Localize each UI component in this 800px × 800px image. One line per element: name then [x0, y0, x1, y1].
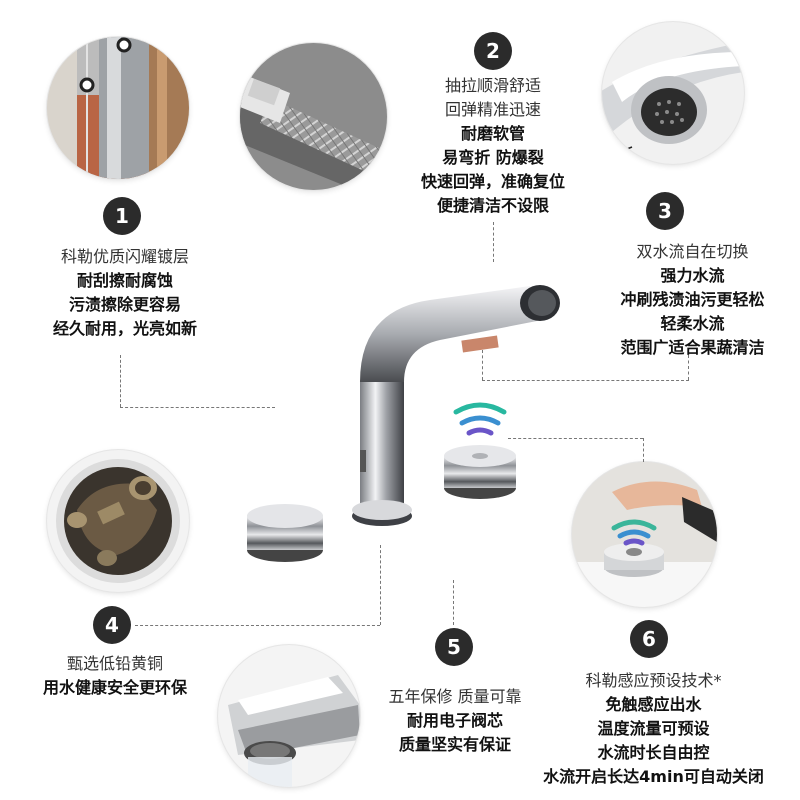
feature-4-text: 甄选低铅黄铜 用水健康安全更环保 [5, 652, 225, 700]
feature-3-line-3: 冲刷残渍油污更轻松 [620, 290, 765, 309]
faucet-product-illustration [230, 270, 570, 580]
feature-6-line-3: 温度流量可预设 [597, 719, 710, 738]
feature-6-line-2: 免触感应出水 [605, 695, 702, 714]
connector-2-v [493, 222, 494, 262]
feature-2-line-6: 便捷清洁不设限 [436, 196, 549, 215]
feature-5-line-1: 五年保修 质量可靠 [388, 687, 522, 706]
feature-2-line-4: 易弯折 防爆裂 [442, 148, 544, 167]
feature-5-badge: 5 [435, 628, 473, 666]
feature-2-line-1: 抽拉顺滑舒适 [444, 76, 541, 95]
feature-3-badge: 3 [646, 192, 684, 230]
feature-3-line-1: 双水流自在切换 [636, 242, 749, 261]
connector-4-h [135, 625, 380, 626]
brass-body-image [47, 450, 189, 592]
sensor-demo-image [572, 462, 717, 607]
feature-3-line-4: 轻柔水流 [660, 314, 725, 333]
feature-6-line-1: 科勒感应预设技术* [585, 671, 722, 690]
connector-5-v [453, 580, 454, 625]
feature-3-line-2: 强力水流 [660, 266, 725, 285]
feature-1-line-4: 经久耐用，光亮如新 [52, 319, 197, 338]
feature-5-line-2: 耐用电子阀芯 [406, 711, 503, 730]
connector-6-v [643, 438, 644, 462]
connector-6-h [508, 438, 643, 439]
feature-1-line-1: 科勒优质闪耀镀层 [60, 247, 189, 266]
feature-6-line-4: 水流时长自由控 [597, 743, 710, 762]
connector-4-v [380, 545, 381, 625]
feature-2-line-3: 耐磨软管 [460, 124, 525, 143]
feature-5-text: 五年保修 质量可靠 耐用电子阀芯 质量坚实有保证 [355, 685, 555, 757]
feature-2-text: 抽拉顺滑舒适 回弹精准迅速 耐磨软管 易弯折 防爆裂 快速回弹，准确复位 便捷清… [383, 74, 603, 218]
connector-3-v [688, 355, 689, 380]
spout-image [218, 645, 360, 787]
braided-hose-image [240, 43, 387, 190]
connector-1-h [120, 407, 275, 408]
feature-2-badge: 2 [474, 32, 512, 70]
feature-4-line-2: 用水健康安全更环保 [42, 678, 187, 697]
feature-6-text: 科勒感应预设技术* 免触感应出水 温度流量可预设 水流时长自由控 水流开启长达4… [507, 669, 800, 789]
feature-1-text: 科勒优质闪耀镀层 耐刮擦耐腐蚀 污渍擦除更容易 经久耐用，光亮如新 [10, 245, 240, 341]
feature-2-line-2: 回弹精准迅速 [444, 100, 541, 119]
connector-1-v [120, 355, 121, 407]
feature-3-line-5: 范围广适合果蔬清洁 [620, 338, 765, 357]
feature-3-text: 双水流自在切换 强力水流 冲刷残渍油污更轻松 轻柔水流 范围广适合果蔬清洁 [585, 240, 800, 360]
feature-5-line-3: 质量坚实有保证 [398, 735, 511, 754]
aerator-image [602, 22, 744, 164]
feature-6-badge: 6 [630, 620, 668, 658]
feature-2-line-5: 快速回弹，准确复位 [420, 172, 565, 191]
connector-3-h [482, 380, 689, 381]
feature-1-line-2: 耐刮擦耐腐蚀 [76, 271, 173, 290]
feature-1-badge: 1 [103, 197, 141, 235]
feature-4-line-1: 甄选低铅黄铜 [66, 654, 163, 673]
feature-1-line-3: 污渍擦除更容易 [68, 295, 181, 314]
feature-4-badge: 4 [93, 606, 131, 644]
feature-6-line-5: 水流开启长达4min可自动关闭 [543, 767, 764, 786]
connector-3-v2 [482, 350, 483, 380]
coating-detail-image [47, 37, 189, 179]
